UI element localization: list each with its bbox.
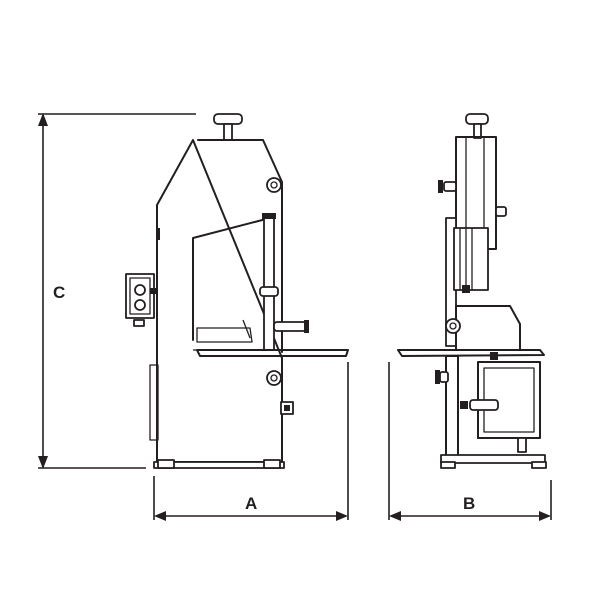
- upper-motor-housing: [455, 305, 521, 351]
- base-feet: [153, 459, 285, 469]
- fence-block: [196, 319, 253, 343]
- dimension-c: [38, 113, 196, 469]
- lock-knob-icon: [280, 401, 294, 415]
- dimension-a-label: A: [245, 494, 257, 513]
- blade-guard: [445, 217, 489, 347]
- side-panel: [149, 364, 159, 441]
- adjust-nut-icon: [266, 177, 282, 193]
- switch-box-icon: [125, 273, 156, 327]
- side-knob-icon: [438, 180, 507, 217]
- side-tension-knob-icon: [465, 113, 489, 139]
- work-table: [196, 349, 349, 357]
- lower-knob-icon: [435, 370, 449, 384]
- tension-knob-icon: [213, 113, 243, 141]
- saw-body-outline: [156, 139, 283, 463]
- front-view: [125, 113, 349, 469]
- side-view: [397, 113, 547, 469]
- side-work-table: [397, 349, 545, 357]
- guide-nut-icon: [259, 213, 279, 297]
- dimension-b: [388, 362, 552, 521]
- blade-guide-column: [263, 213, 275, 351]
- lower-nut-icon: [266, 370, 282, 386]
- dimension-b-label: B: [463, 494, 475, 513]
- dimension-c-label: C: [53, 283, 65, 302]
- handle-icon: [273, 320, 309, 333]
- dimension-a: [153, 362, 349, 521]
- motor-icon: [460, 361, 541, 453]
- side-base-feet: [440, 454, 547, 469]
